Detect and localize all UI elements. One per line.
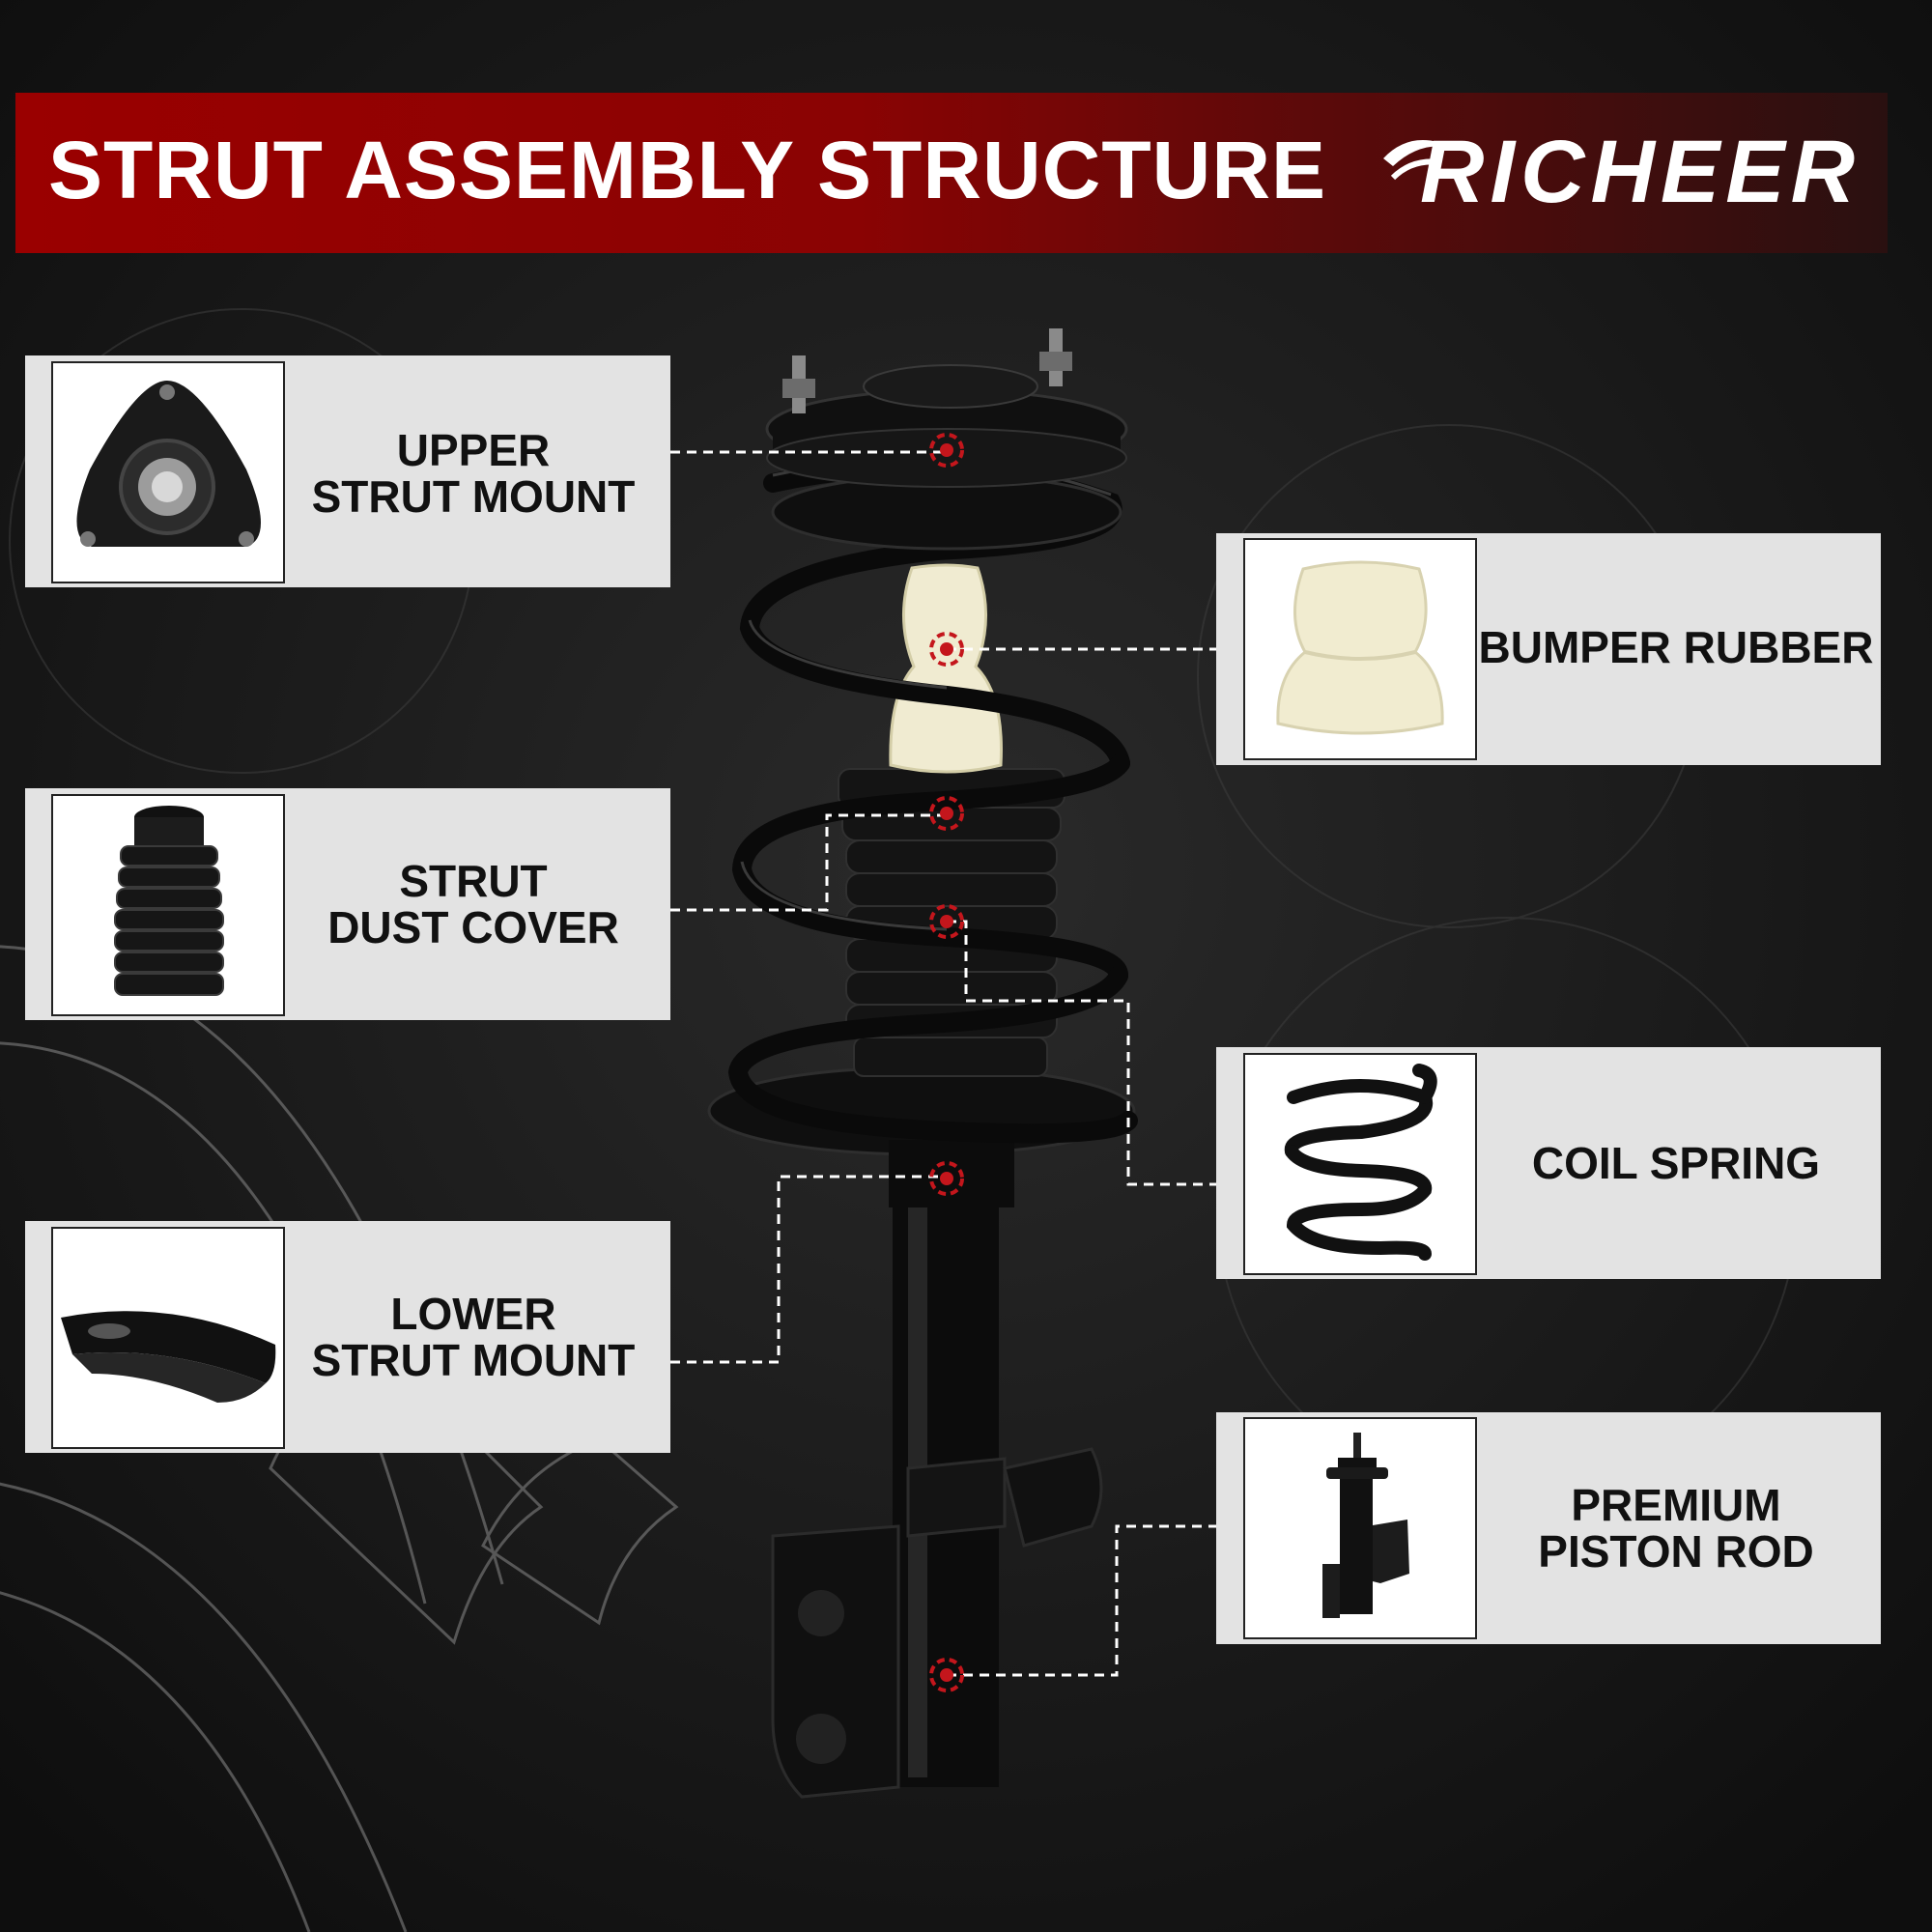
coil-spring-icon: [1284, 1064, 1437, 1261]
upper-strut-mount-icon: [76, 381, 261, 547]
coil-spring-label: COIL SPRING: [1531, 1138, 1821, 1188]
piston-rod-label: PREMIUM PISTON ROD: [1538, 1480, 1814, 1577]
piston-rod-icon: [1322, 1433, 1409, 1618]
upper-strut-mount-thumbnail: [51, 361, 285, 583]
brand-logo: RICHEER: [1420, 123, 1861, 221]
lower-strut-mount-label: LOWER STRUT MOUNT: [311, 1289, 636, 1385]
strut-dust-cover-thumbnail: [51, 794, 285, 1016]
strut-dust-cover-label: STRUT DUST COVER: [327, 856, 619, 952]
dust-cover-icon: [114, 806, 224, 996]
brand-swoosh-icon: [1383, 140, 1456, 181]
upper-strut-mount-label: UPPER STRUT MOUNT: [311, 425, 636, 522]
bumper-rubber-thumbnail: [1243, 538, 1477, 760]
piston-rod-thumbnail: [1243, 1417, 1477, 1639]
lower-strut-mount-icon: [61, 1311, 276, 1403]
lower-strut-mount-thumbnail: [51, 1227, 285, 1449]
bumper-rubber-icon: [1276, 560, 1444, 735]
page-title: STRUT ASSEMBLY STRUCTURE: [48, 125, 1327, 215]
header-banner: [15, 93, 1888, 253]
coil-spring-thumbnail: [1243, 1053, 1477, 1275]
bumper-rubber-label: BUMPER RUBBER: [1478, 622, 1874, 672]
